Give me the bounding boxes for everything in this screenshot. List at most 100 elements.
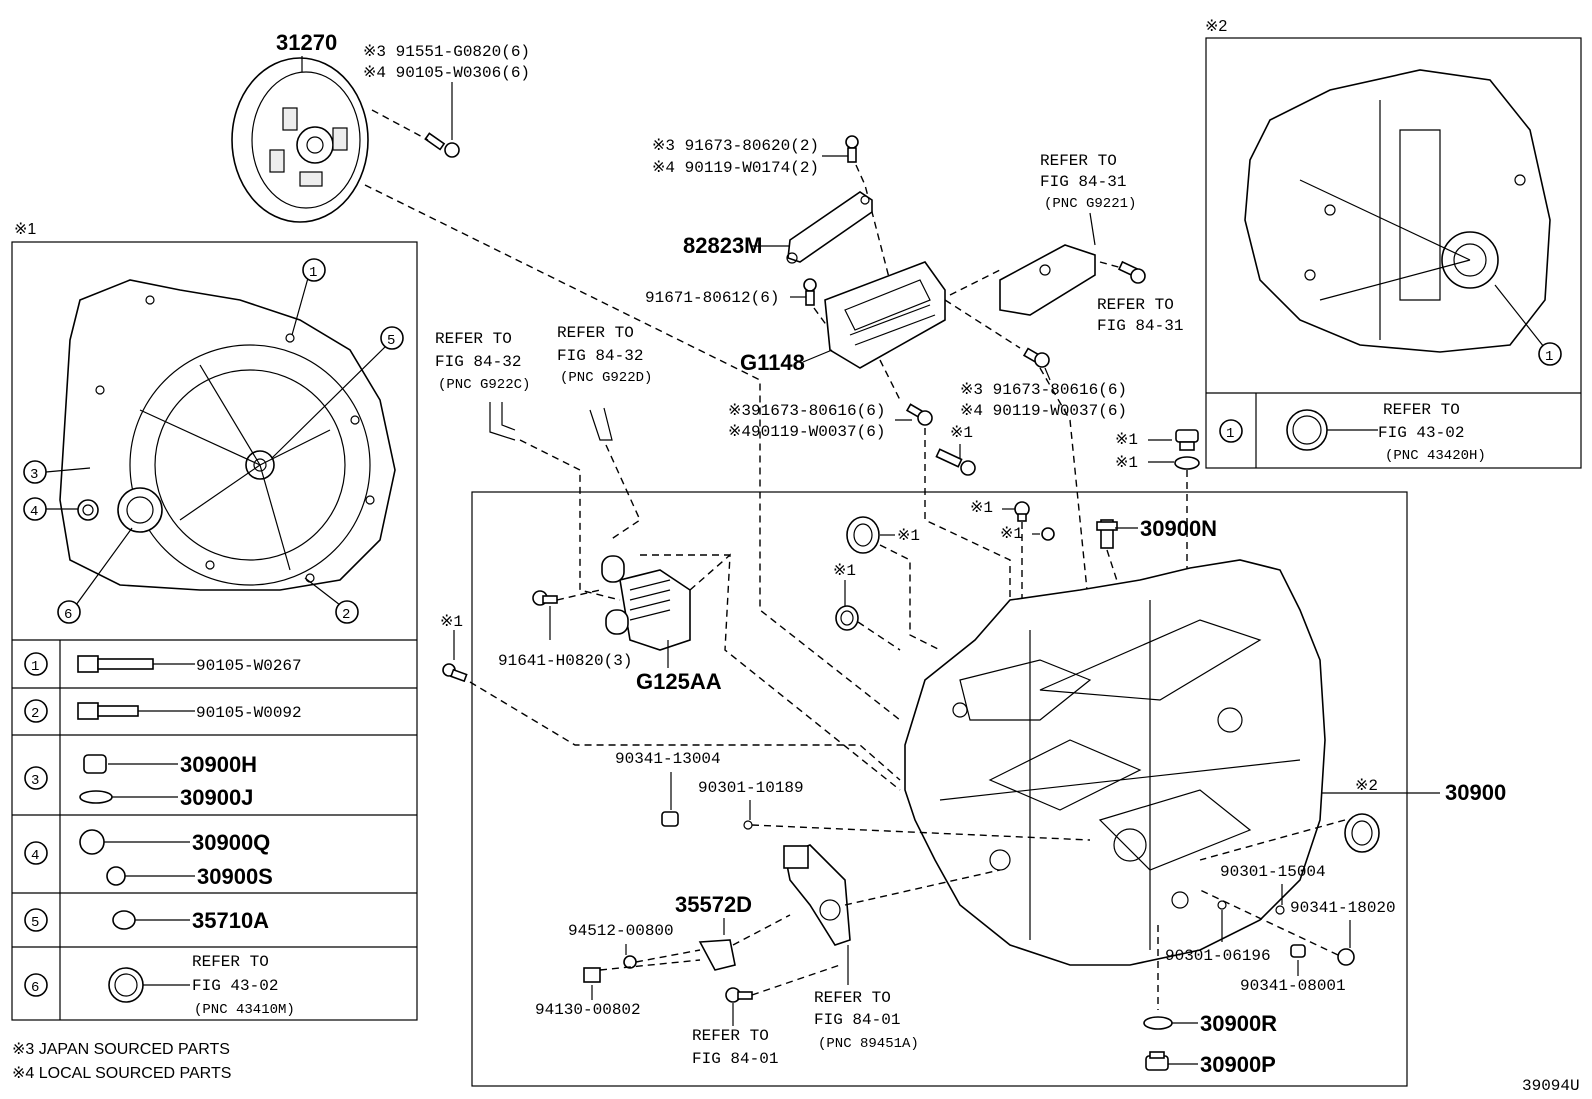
washer-icon-top bbox=[1174, 456, 1200, 470]
bolt-d-japan: ※3 91673-80616(6) bbox=[960, 381, 1127, 399]
inset-2: ※2 1 1 REFER TO FIG 43-02 (PNC 43420H) bbox=[1205, 18, 1582, 469]
svg-text:FIG 84-31: FIG 84-31 bbox=[1097, 317, 1183, 335]
svg-text:(PNC G922D): (PNC G922D) bbox=[560, 370, 652, 386]
part-90301-15004: 90301-15004 bbox=[1220, 863, 1326, 881]
part-31270: 31270 bbox=[276, 30, 337, 55]
part-30900S: 30900S bbox=[197, 864, 273, 889]
inset-1-callout-2: 2 bbox=[304, 577, 359, 624]
diagram-id: 39094U bbox=[1522, 1077, 1580, 1095]
svg-text:REFER TO: REFER TO bbox=[192, 953, 269, 971]
part-30900J: 30900J bbox=[180, 785, 253, 810]
washer-icon-94512 bbox=[623, 955, 637, 969]
washer-icon-a bbox=[1041, 527, 1055, 541]
clutch-assembly bbox=[231, 57, 369, 223]
clutch-bolt-japan: ※3 91551-G0820(6) bbox=[363, 43, 530, 61]
footnote-local-sourced: ※4 LOCAL SOURCED PARTS bbox=[12, 1065, 231, 1082]
part-35572D: 35572D bbox=[675, 892, 752, 917]
svg-text:REFER TO: REFER TO bbox=[692, 1027, 769, 1045]
svg-text:REFER TO: REFER TO bbox=[814, 989, 891, 1007]
svg-text:FIG 84-01: FIG 84-01 bbox=[814, 1011, 900, 1029]
part-35710A: 35710A bbox=[192, 908, 269, 933]
part-90105-W0092: 90105-W0092 bbox=[196, 704, 302, 722]
inset-1-callout-1: 1 bbox=[291, 258, 326, 336]
svg-text:(PNC 89451A): (PNC 89451A) bbox=[818, 1036, 919, 1052]
transaxle-housing-rear-view bbox=[1244, 69, 1551, 353]
sensor-bolt-icon bbox=[725, 987, 753, 1003]
inset-1-row-4: 4 30900Q 30900S bbox=[24, 829, 273, 889]
bolt-d-icon bbox=[1022, 347, 1050, 368]
transaxle-housing-front-view bbox=[59, 279, 396, 591]
part-G1148: G1148 bbox=[740, 350, 805, 375]
bolt-c-japan: ※391673-80616(6) bbox=[728, 402, 885, 420]
o-ring-icon bbox=[743, 820, 753, 830]
o-ring-icon-06196 bbox=[1217, 900, 1227, 910]
sensor-35572D-icon bbox=[698, 939, 736, 971]
part-G125AA: G125AA bbox=[636, 669, 722, 694]
bolt-a-local: ※4 90119-W0174(2) bbox=[652, 159, 819, 177]
seal-icon-2 bbox=[835, 605, 859, 631]
valve-body-module-G1148 bbox=[824, 261, 946, 369]
bolt-b-label: 91671-80612(6) bbox=[645, 289, 779, 307]
part-30900: 30900 bbox=[1445, 780, 1506, 805]
bolt-b-icon bbox=[803, 278, 817, 306]
hose-icon-b bbox=[589, 407, 613, 441]
plug-icon-90341-13004 bbox=[661, 811, 679, 827]
part-94130-00802: 94130-00802 bbox=[535, 1001, 641, 1019]
svg-text:1: 1 bbox=[309, 265, 317, 281]
drain-plug-30900P-icon bbox=[1145, 1051, 1169, 1071]
hose-icon-a bbox=[489, 402, 516, 441]
inset-1-callout-3: 3 bbox=[23, 460, 91, 484]
inset-1-callout-4: 4 bbox=[23, 497, 78, 521]
inset-1-tag: ※1 bbox=[14, 221, 36, 238]
svg-text:REFER TO: REFER TO bbox=[435, 330, 512, 348]
svg-text:※2: ※2 bbox=[1355, 777, 1378, 795]
svg-text:※1: ※1 bbox=[1115, 431, 1138, 449]
oil-cooler-G125AA bbox=[601, 555, 691, 651]
inset-2-tag: ※2 bbox=[1205, 18, 1227, 35]
plug-icon-18020 bbox=[1337, 948, 1355, 966]
svg-text:REFER TO: REFER TO bbox=[1040, 152, 1117, 170]
part-90341-18020: 90341-18020 bbox=[1290, 899, 1396, 917]
svg-text:FIG 43-02: FIG 43-02 bbox=[1378, 424, 1464, 442]
part-90105-W0267: 90105-W0267 bbox=[196, 657, 302, 675]
part-30900H: 30900H bbox=[180, 752, 257, 777]
gasket-30900R-icon bbox=[1143, 1016, 1173, 1030]
svg-text:6: 6 bbox=[31, 980, 39, 996]
main-frame bbox=[471, 491, 1408, 1087]
bolt-c-icon bbox=[905, 403, 933, 426]
inset-1-row-1: 1 90105-W0267 bbox=[24, 652, 302, 676]
part-90301-06196: 90301-06196 bbox=[1165, 947, 1271, 965]
nut-icon-94130 bbox=[583, 967, 601, 983]
svg-text:REFER TO: REFER TO bbox=[1383, 401, 1460, 419]
svg-text:(PNC 43420H): (PNC 43420H) bbox=[1385, 448, 1486, 464]
svg-text:4: 4 bbox=[30, 504, 38, 520]
inset-1-row-2: 2 90105-W0092 bbox=[24, 699, 302, 723]
footnote-japan-sourced: ※3 JAPAN SOURCED PARTS bbox=[12, 1041, 230, 1058]
inset-1-row-5: 5 35710A bbox=[24, 908, 269, 933]
transaxle-case-30900 bbox=[904, 559, 1326, 966]
svg-text:FIG 84-32: FIG 84-32 bbox=[435, 353, 521, 371]
svg-text:※1: ※1 bbox=[897, 527, 920, 545]
cover-bolt-icon bbox=[1117, 260, 1146, 284]
part-30900Q: 30900Q bbox=[192, 830, 270, 855]
svg-text:(PNC G922C): (PNC G922C) bbox=[438, 377, 530, 393]
svg-text:(PNC G9221): (PNC G9221) bbox=[1044, 196, 1136, 212]
svg-text:FIG 43-02: FIG 43-02 bbox=[192, 977, 278, 995]
bolt-a-japan: ※3 91673-80620(2) bbox=[652, 137, 819, 155]
inset-1-row-6: 6 REFER TO FIG 43-02 (PNC 43410M) bbox=[24, 953, 295, 1018]
mark-1-bolt: ※1 bbox=[950, 424, 973, 442]
part-30900R: 30900R bbox=[1200, 1011, 1277, 1036]
mark1-left-bolt-icon bbox=[442, 663, 468, 683]
svg-text:REFER TO: REFER TO bbox=[1097, 296, 1174, 314]
svg-text:1: 1 bbox=[1545, 349, 1553, 365]
svg-text:FIG 84-31: FIG 84-31 bbox=[1040, 173, 1126, 191]
inset-1-callout-6: 6 bbox=[57, 527, 133, 624]
part-91641-H0820: 91641-H0820(3) bbox=[498, 652, 632, 670]
svg-text:FIG 84-01: FIG 84-01 bbox=[692, 1050, 778, 1068]
svg-text:4: 4 bbox=[31, 848, 39, 864]
plug-icon-08001 bbox=[1290, 944, 1306, 958]
svg-text:5: 5 bbox=[31, 915, 39, 931]
inset-1-frame bbox=[11, 241, 418, 1021]
bolt-d-local: ※4 90119-W0037(6) bbox=[960, 402, 1127, 420]
